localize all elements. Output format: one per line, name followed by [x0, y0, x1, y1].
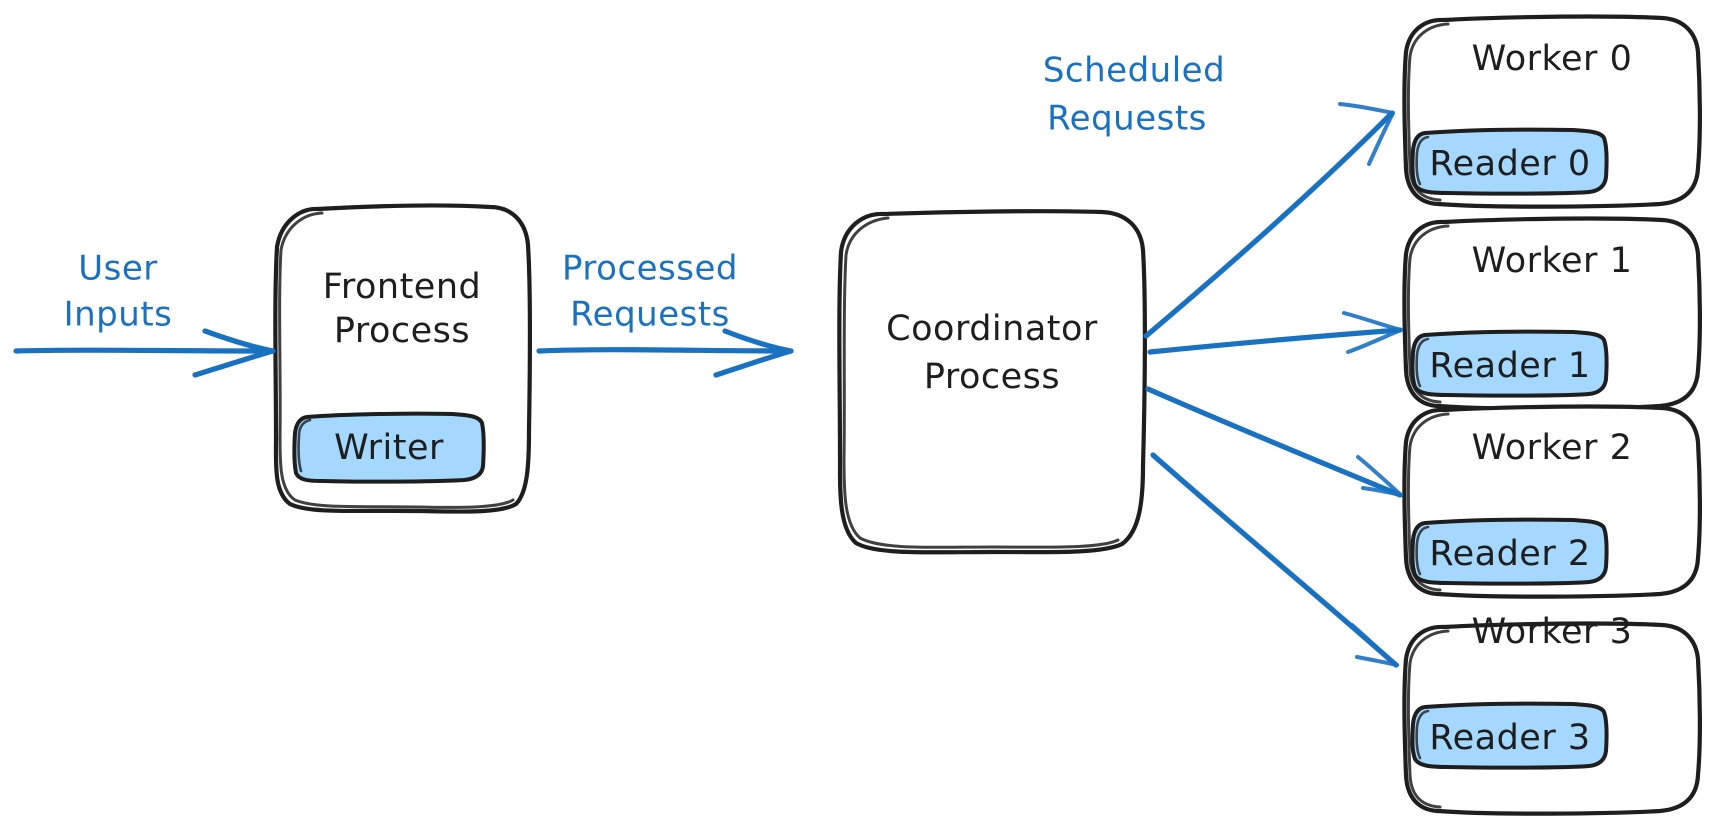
scheduled-requests-arrow-2-head-lower: [1356, 455, 1403, 497]
edge-user-inputs: User Inputs: [13, 249, 276, 378]
node-frontend-process[interactable]: Frontend Process Writer: [273, 203, 533, 514]
reader-1-chip-box: [1410, 329, 1609, 398]
writer-chip-box: [292, 411, 486, 484]
coordinator-process-box-sketch: [842, 216, 1120, 549]
user-inputs-arrow-head-upper: [202, 328, 276, 354]
scheduled-requests-arrow-1-head-upper: [1342, 311, 1403, 332]
frontend-process-label-line2: Process: [334, 311, 470, 351]
reader-0-chip-label: Reader 0: [1429, 144, 1590, 184]
scheduled-requests-label-line1: Scheduled: [1043, 51, 1225, 91]
chip-reader-1[interactable]: Reader 1: [1410, 329, 1609, 398]
reader-2-chip-label: Reader 2: [1429, 534, 1590, 574]
scheduled-requests-arrow-0-head-lower: [1367, 111, 1395, 166]
worker-0-title: Worker 0: [1472, 39, 1633, 79]
node-worker-0[interactable]: Worker 0 Reader 0: [1402, 14, 1702, 209]
processed-requests-arrow-head-lower: [713, 348, 794, 378]
reader-0-chip-box: [1410, 127, 1609, 196]
writer-chip-label: Writer: [334, 428, 444, 468]
chip-reader-0[interactable]: Reader 0: [1410, 127, 1609, 196]
reader-3-chip-box-sketch: [1415, 709, 1430, 760]
worker-3-title: Worker 3: [1472, 612, 1633, 652]
reader-2-chip-box: [1410, 517, 1609, 586]
node-worker-1[interactable]: Worker 1 Reader 1: [1402, 216, 1702, 411]
coordinator-process-label-line1: Coordinator: [886, 309, 1098, 349]
user-inputs-label-line1: User: [78, 249, 158, 289]
reader-3-chip-label: Reader 3: [1429, 718, 1590, 758]
processed-requests-label-line2: Requests: [570, 295, 730, 335]
frontend-process-box-sketch: [278, 211, 515, 509]
writer-chip-box-sketch: [297, 418, 312, 473]
worker-2-title: Worker 2: [1472, 428, 1633, 468]
chip-reader-3[interactable]: Reader 3: [1410, 701, 1609, 770]
scheduled-requests-arrow-1-head-lower: [1346, 328, 1403, 354]
scheduled-requests-label-line2: Requests: [1047, 99, 1207, 139]
node-worker-3[interactable]: Worker 3 Reader 3: [1402, 612, 1702, 816]
scheduled-requests-arrow-0-shaft: [1143, 110, 1395, 339]
user-inputs-label-line2: Inputs: [64, 295, 173, 335]
edge-processed-requests: Processed Requests: [536, 249, 794, 378]
coordinator-process-label-line2: Process: [924, 357, 1060, 397]
worker-3-box-sketch: [1406, 629, 1450, 809]
scheduled-requests-arrow-3-head-lower: [1350, 623, 1399, 667]
reader-0-chip-box-sketch: [1415, 135, 1430, 186]
processed-requests-arrow-shaft: [536, 347, 793, 354]
user-inputs-arrow-shaft: [13, 347, 275, 354]
processed-requests-arrow-head-upper: [722, 328, 794, 354]
node-coordinator-process[interactable]: Coordinator Process: [837, 209, 1147, 555]
reader-1-chip-box-sketch: [1415, 337, 1430, 388]
edge-scheduled-requests: Scheduled Requests: [1043, 51, 1403, 668]
reader-1-chip-label: Reader 1: [1429, 346, 1590, 386]
chip-reader-2[interactable]: Reader 2: [1410, 517, 1609, 586]
chip-writer[interactable]: Writer: [292, 411, 486, 484]
node-worker-2[interactable]: Worker 2 Reader 2: [1402, 404, 1702, 599]
scheduled-requests-arrow-1-shaft: [1147, 327, 1403, 355]
coordinator-process-box: [837, 209, 1147, 555]
reader-2-chip-box-sketch: [1415, 525, 1430, 576]
reader-3-chip-box: [1410, 701, 1609, 770]
worker-1-title: Worker 1: [1472, 241, 1633, 281]
frontend-process-label-line1: Frontend: [323, 267, 481, 307]
scheduled-requests-arrow-2-shaft: [1145, 386, 1403, 498]
scheduled-requests-arrow-0-head-upper: [1338, 102, 1395, 115]
user-inputs-arrow-head-lower: [192, 348, 276, 378]
processed-requests-label-line1: Processed: [562, 249, 738, 289]
